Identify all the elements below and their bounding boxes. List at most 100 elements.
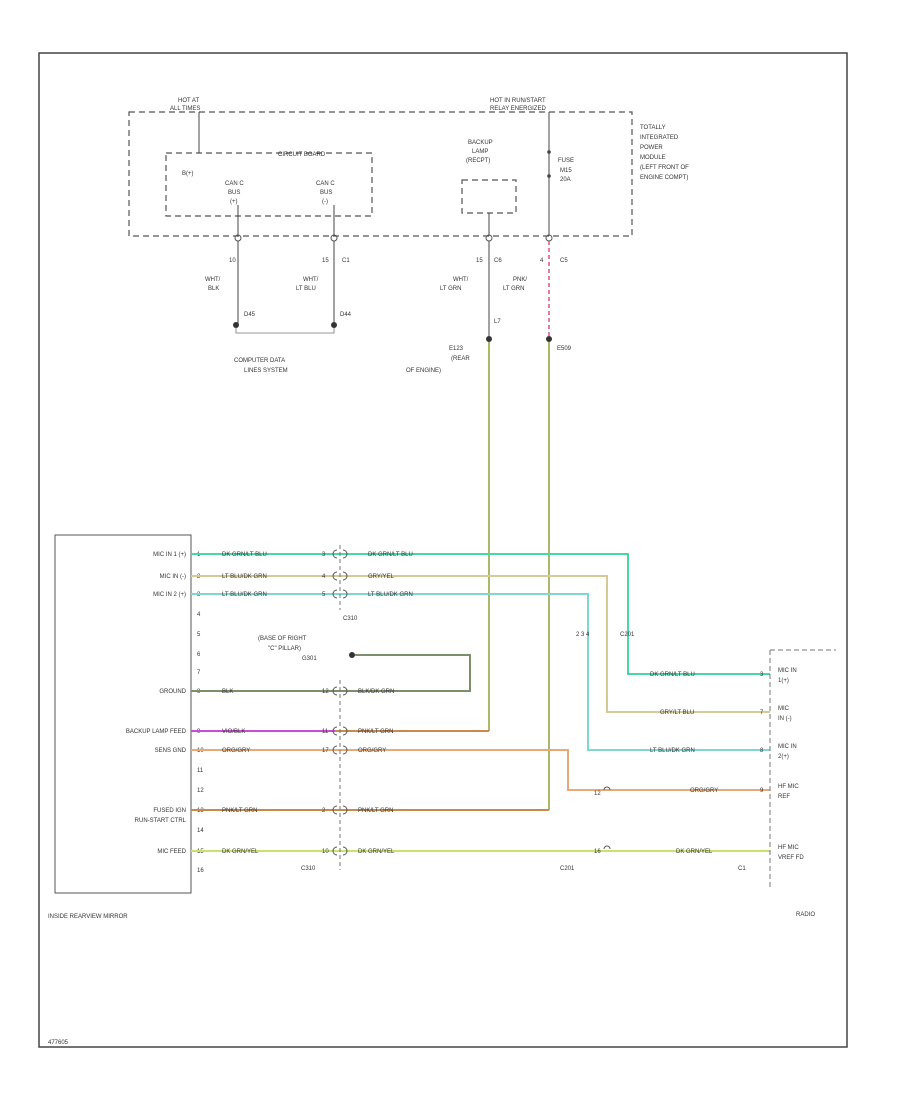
wire-ground [191,654,471,692]
tipm-title-6: ENGINE COMPT) [640,175,688,181]
c310-wire-3: LT BLU/DK GRN [368,592,413,598]
ground-g301-3: G301 [302,656,317,662]
c310-pin-socket-8 [342,846,348,856]
mirror-wire-labels: DK GRN/LT BLU LT BLU/DK GRN LT BLU/DK GR… [222,552,267,855]
c310-wire-gnd: BLK/DK GRN [358,689,394,695]
c310-pin-mark-8 [332,846,338,856]
radio-wire-2: GRY/LT BLU [660,710,694,716]
radio-pin-num-4: 9 [760,788,764,794]
mirror-module: INSIDE REARVIEW MIRROR MIC IN 1 (+)1MIC … [48,534,204,920]
can-bus2-3: (-) [322,199,328,205]
backup-lamp-2: LAMP [472,149,488,155]
c310-pin-socket-6 [342,745,348,755]
mw-label-2: LT BLU/DK GRN [222,574,267,580]
radio-pin-num-3: 8 [760,748,764,754]
mirror-pin-label-8: GROUND [159,689,186,695]
backup-lamp-3: (RECPT) [466,158,490,164]
radio-title: RADIO [796,912,815,918]
tipm-pin-2-conn: C1 [342,258,350,264]
tipm-pins: 10 15 C1 15 C6 4 C5 WHT/ BLK WHT/ LT BLU… [205,234,572,810]
c310-pin-socket-2 [342,571,348,581]
c310-pin-mark-5 [332,726,338,736]
mirror-pin-num-12: 12 [197,788,204,794]
tipm-pin-4-conn: C5 [560,258,568,264]
c201-label-bottom: C201 [560,866,575,872]
tipm-module: HOT AT ALL TIMES HOT IN RUN/START RELAY … [128,98,689,237]
mirror-title: INSIDE REARVIEW MIRROR [48,914,128,920]
wire-mic-in-neg [191,575,770,713]
c310-label: C310 [343,616,358,622]
radio-wire-3: LT BLU/DK GRN [650,748,695,754]
tipm-title-3: POWER [640,145,663,151]
tipm-pin-2-num: 15 [322,258,329,264]
fuse-1: FUSE [558,158,574,164]
c201-pin-sens: 12 [594,791,601,797]
mirror-pin-num-15: 14 [197,828,204,834]
ground-g301-2: "C" PILLAR) [268,646,301,652]
ground-g301-1: (BASE OF RIGHT [258,636,307,642]
tipm-title-5: (LEFT FRONT OF [640,165,689,171]
splice-e509-label: E509 [557,346,572,352]
tipm-title-1: TOTALLY [640,125,666,131]
c310-pin-mark-7 [332,805,338,815]
ground-g301-dot [349,652,355,658]
can-bus1-3: (+) [230,199,238,205]
splice-e509 [546,336,552,342]
tipm-title-2: INTEGRATED [640,135,679,141]
c310-pin-num-8: 10 [322,849,329,855]
tipm-wire-2a: WHT/ [303,277,319,283]
diagram-frame [38,52,848,1048]
computer-data-2: LINES SYSTEM [244,368,288,374]
wire-mic-in2 [191,593,770,751]
mirror-pin-label-9: BACKUP LAMP FEED [126,729,187,735]
hot-in-run-1: HOT IN RUN/START [490,98,546,104]
c310-pin-socket-7 [342,805,348,815]
can-bus2-2: BUS [320,190,332,196]
mirror-pin-label-3: MIC IN 2 (+) [153,592,186,598]
radio-pin-num-1: 3 [760,672,764,678]
radio-pin-label-3-b: 2(+) [778,754,789,760]
c310-wire-fused: PNK/LT GRN [358,808,393,814]
tipm-pin-3-num: 15 [476,258,483,264]
tipm-wire-3b: LT GRN [440,286,461,292]
c310-pin-mark-2 [332,571,338,581]
radio-pin-num-2: 7 [760,710,764,716]
c201-connector: C201 2 3 4 C201 16 12 [560,632,635,872]
wire-mic-in1 [191,553,770,675]
fuse-node-2 [547,174,551,178]
radio-pin-label-2-a: MIC [778,706,790,712]
mw-label-1: DK GRN/LT BLU [222,552,267,558]
engine-ground-1: E123 [449,346,464,352]
mirror-pin-num-17: 16 [197,868,204,874]
mirror-pin-num-7: 7 [197,670,201,676]
c310-wire-1: DK GRN/LT BLU [368,552,413,558]
radio-pin-label-3-a: MIC IN [778,744,797,750]
c310-label-bottom: C310 [301,866,316,872]
mirror-pin-label-10: SENS GND [155,748,187,754]
radio-conn-bottom: C1 [738,866,746,872]
c310-pin-num-6: 17 [322,748,329,754]
mirror-box [54,534,192,894]
radio-wire-4: ORG/GRY [690,788,718,794]
fuse-node-1 [547,150,551,154]
radio-pin-label-4-b: REF [778,794,790,800]
radio-pin-label-1-b: 1(+) [778,678,789,684]
c310-pin-socket-4 [342,686,348,696]
c310-pin-socket-5 [342,726,348,736]
c201-pins-mid: 2 3 4 [576,632,590,638]
c201-pin-mic-mark [603,845,611,850]
mirror-pin-label-13: FUSED IGN [153,808,186,814]
tipm-wire-3a: WHT/ [453,277,469,283]
circuit-board-label: CIRCUIT BOARD [278,152,326,158]
mirror-pin-label-2: MIC IN (-) [160,574,186,580]
radio-pin-label-5-b: VREF FD [778,855,804,861]
can-bus2-1: CAN C [316,181,335,187]
mw-label-backup: VIO/BLK [222,729,245,735]
mw-label-sens: ORG/GRY [222,748,250,754]
hot-at-all-times-1: HOT AT [178,98,199,104]
mw-label-mic: DK GRN/YEL [222,849,259,855]
